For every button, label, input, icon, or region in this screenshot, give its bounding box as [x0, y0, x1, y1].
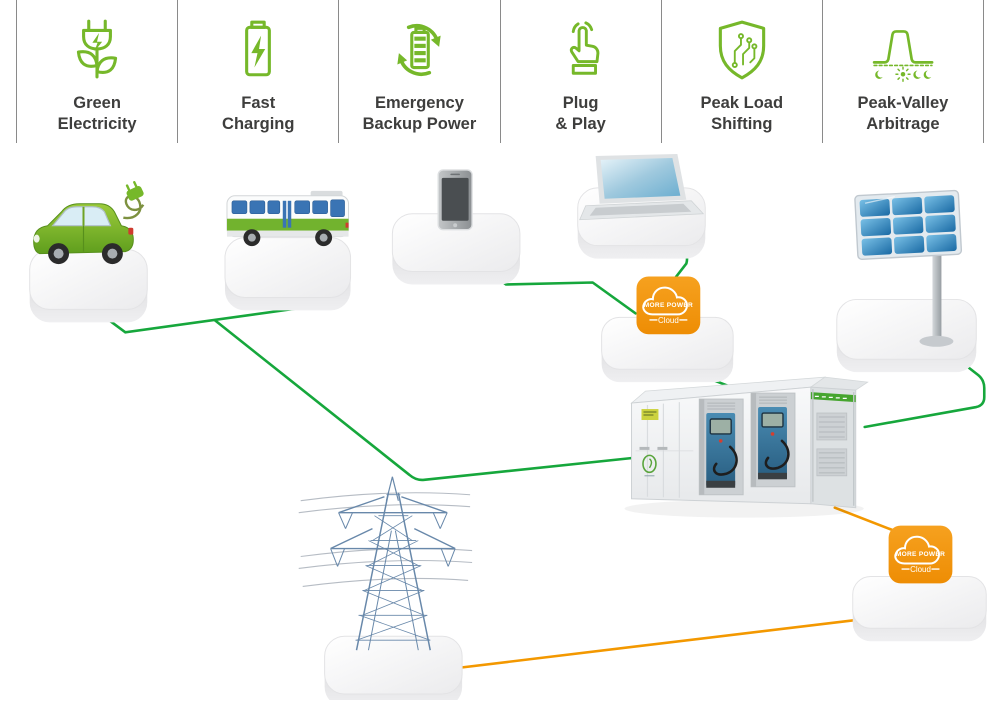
feature-fast-charging: Fast Charging [177, 0, 338, 143]
platform-solar [836, 298, 977, 373]
feature-emergency-backup: Emergency Backup Power [338, 0, 499, 143]
platform-car [29, 249, 148, 323]
peak-valley-arbitrage-icon [866, 7, 940, 93]
feature-header: Green Electricity Fast Charging [16, 0, 985, 143]
green-electricity-icon [64, 7, 130, 93]
solar-panel [854, 189, 963, 347]
container-end-vents [816, 412, 848, 477]
fast-charging-icon [225, 7, 291, 93]
laptop [579, 153, 705, 221]
container-green-logo [642, 454, 657, 477]
ev-charger-bay [698, 398, 744, 496]
cloud-subtitle: Cloud [658, 316, 679, 325]
feature-green-electricity: Green Electricity [16, 0, 177, 143]
feature-label: Fast Charging [222, 94, 295, 133]
platform-bus [224, 237, 352, 311]
feature-peak-valley-arbitrage: Peak-Valley Arbitrage [821, 0, 985, 143]
platforms [29, 187, 987, 705]
peak-load-shifting-icon [709, 7, 775, 93]
battery-storage-container [624, 376, 869, 518]
feature-plug-and-play: Plug & Play [499, 0, 661, 143]
platform-cloud1 [601, 316, 734, 383]
feature-label: Green Electricity [57, 94, 137, 133]
ev-charger-bay [750, 392, 796, 488]
cloud-title: MORE POWER [896, 551, 945, 558]
line-tower-to-cloud2 [454, 616, 880, 670]
feature-label: Plug & Play [555, 94, 606, 133]
container-yellow-label [641, 409, 659, 421]
platform-phone [391, 213, 521, 285]
more-power-cloud-icon: MORE POWER Cloud [888, 525, 953, 584]
charging-plug-icon [125, 181, 144, 201]
electric-car [33, 181, 145, 265]
line-junction-to-container [213, 319, 635, 482]
cloud-title: MORE POWER [644, 302, 693, 309]
energy-system-diagram: MORE POWER Cloud [0, 142, 1000, 705]
feature-label: Peak Load Shifting [700, 94, 784, 133]
feature-label: Peak-Valley Arbitrage [857, 94, 949, 133]
orange-connection-lines [454, 506, 916, 670]
more-power-cloud-icon: MORE POWER Cloud [636, 276, 701, 335]
cloud-subtitle: Cloud [910, 565, 931, 574]
line-solar-to-container [863, 341, 986, 429]
platform-cloud2 [852, 575, 987, 642]
electric-bus [226, 190, 350, 247]
feature-label: Emergency Backup Power [362, 94, 477, 133]
container-green-strip [810, 392, 856, 403]
platform-tower [324, 635, 463, 705]
cloud-outline [894, 535, 941, 565]
smartphone [437, 169, 473, 231]
transmission-tower [298, 476, 473, 651]
plug-and-play-icon [550, 7, 612, 93]
emergency-backup-power-icon [384, 7, 454, 93]
feature-peak-load-shifting: Peak Load Shifting [660, 0, 822, 143]
cloud-outline [642, 286, 688, 316]
